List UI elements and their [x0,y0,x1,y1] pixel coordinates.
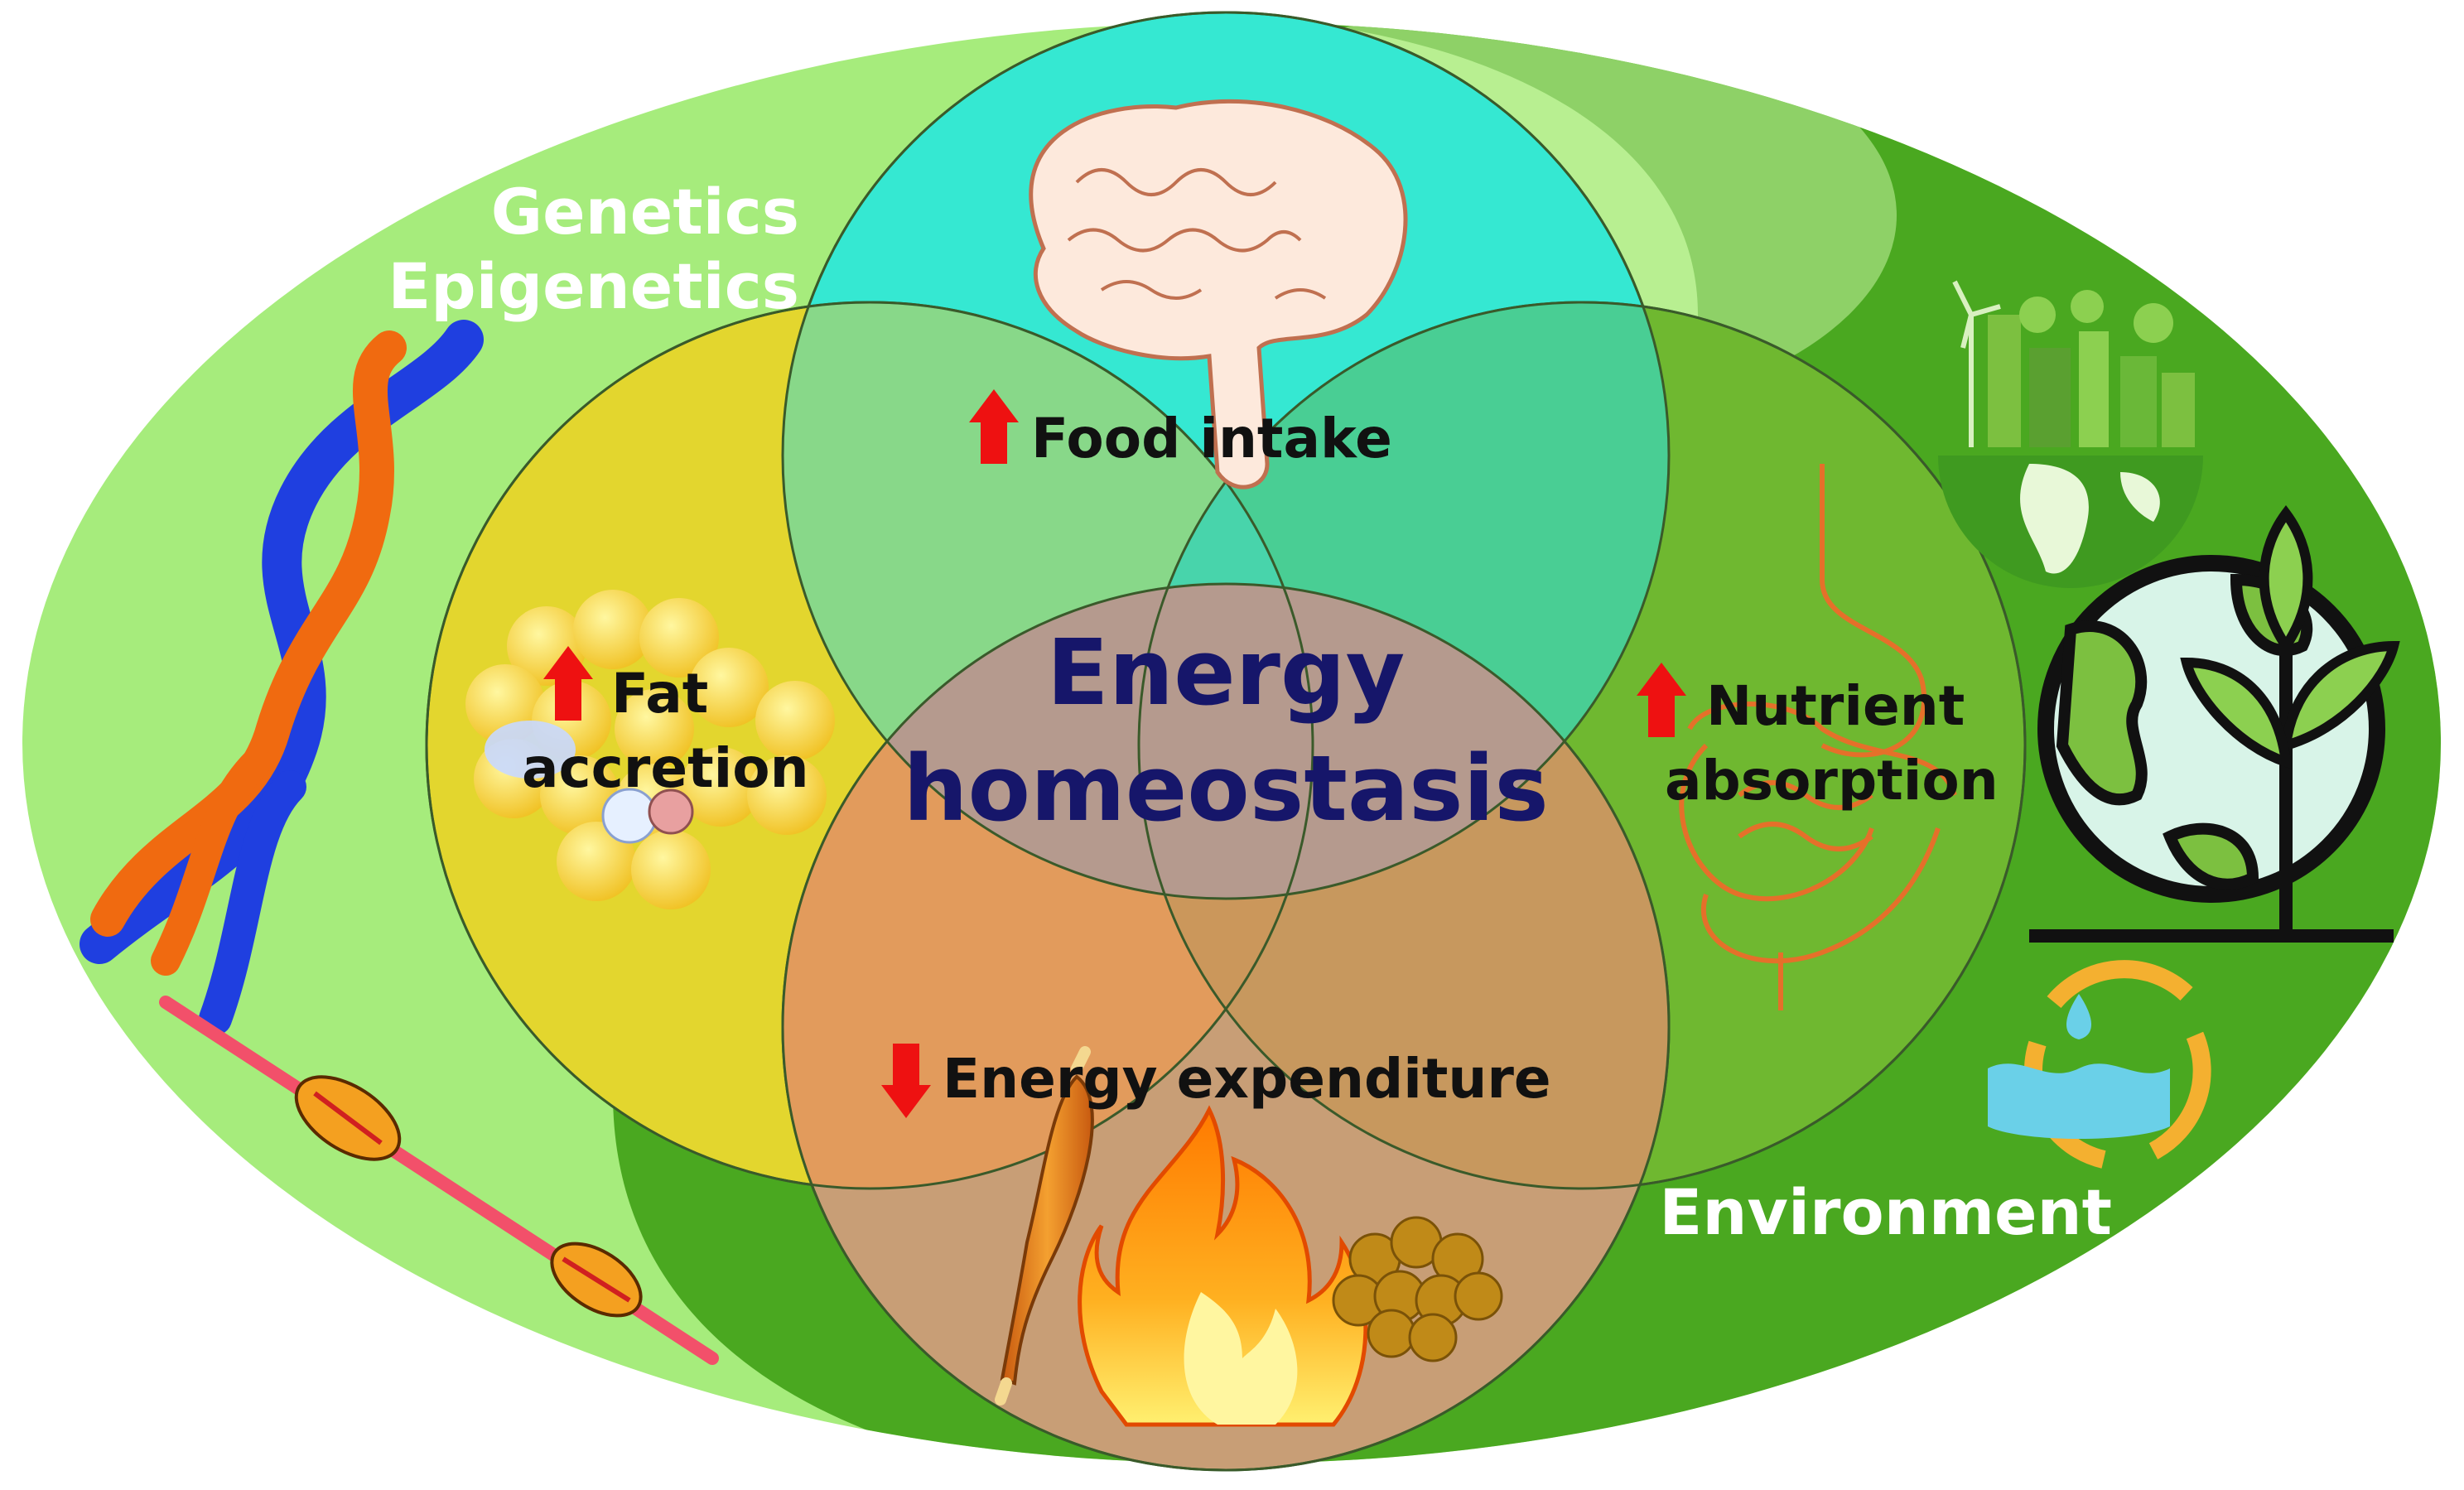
arrow-up-icon [969,389,1019,464]
genetics-label: Genetics [491,175,799,248]
center-title-line1: Energy [1047,620,1406,726]
intestine-icon [1679,464,1957,1010]
fat-accretion-label-line1: Fat [611,662,708,726]
food-intake-label: Food intake [1031,407,1392,470]
chromosome-icon [159,996,719,1365]
city-globe-icon [1938,280,2203,588]
epigenetics-label: Epigenetics [388,249,799,323]
nutrient-absorption-label-line1: Nutrient [1706,674,1965,738]
muscle-icon [995,1046,1094,1406]
fire-icon [1078,1105,1368,1427]
water-cycle-icon [1988,960,2211,1169]
brown-fat-icon [1332,1216,1503,1362]
energy-expenditure-label: Energy expenditure [943,1047,1551,1111]
arrow-up-icon [543,646,593,721]
energy-expenditure-group: Energy expenditure [881,1044,1551,1118]
arrow-up-icon [1637,663,1686,737]
center-title-line2: homeostasis [903,735,1549,841]
fat-cells-icon [465,590,835,909]
arrow-down-icon [881,1044,931,1118]
environment-label: Environment [1659,1175,2112,1249]
earth-plant-icon [2029,504,2400,943]
nutrient-absorption-label-line2: absorption [1665,749,1999,813]
dna-helix-icon [80,320,484,1035]
food-intake-group: Food intake [969,389,1392,470]
fat-accretion-group: Fat accretion [522,646,809,800]
brain-icon [1029,99,1408,489]
nutrient-absorption-group: Nutrient absorption [1637,663,1999,813]
fat-accretion-label-line2: accretion [522,736,809,800]
